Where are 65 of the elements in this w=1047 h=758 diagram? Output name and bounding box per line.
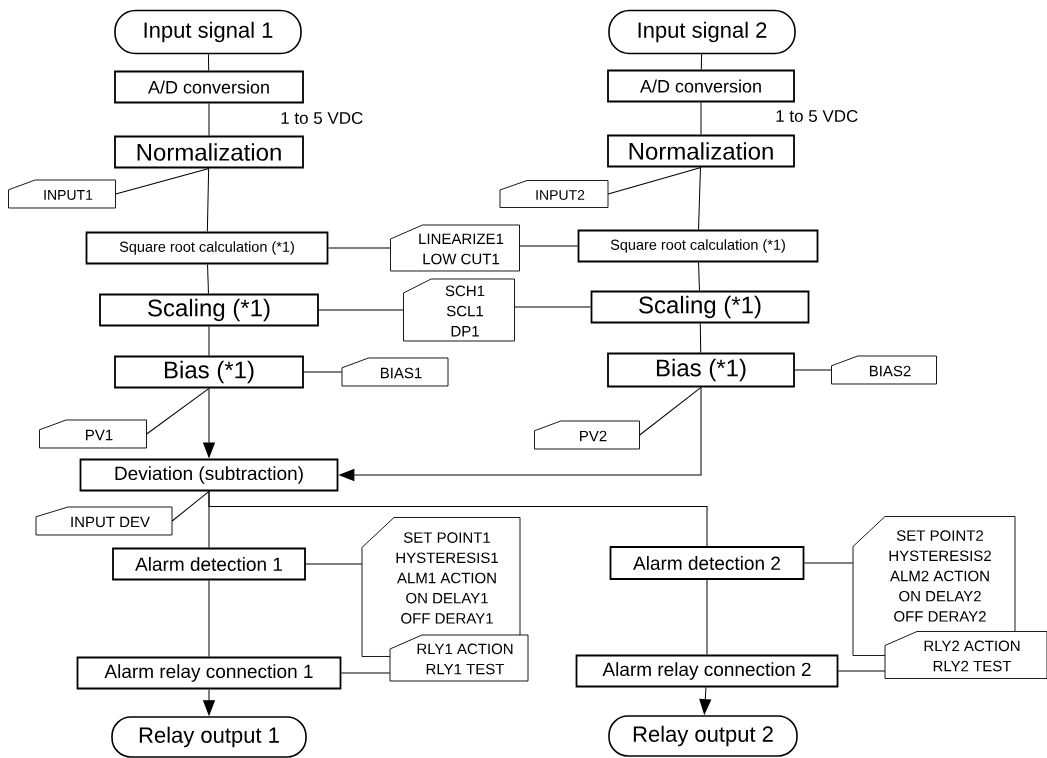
leader-line: [794, 369, 832, 371]
process-box: Bias (*1): [114, 355, 304, 389]
parameter-tag: RLY2 ACTION RLY2 TEST: [884, 631, 1047, 679]
leader-line: [340, 672, 391, 674]
leader-line: [115, 167, 210, 195]
process-box: Deviation (subtraction): [79, 458, 339, 492]
connector-line: [698, 166, 701, 231]
connector-line: [207, 263, 209, 295]
leader-line: [303, 371, 343, 373]
parameter-tag: INPUT2: [499, 180, 609, 208]
leader-line: [171, 490, 210, 522]
connector-line: [698, 261, 700, 292]
arrow: [699, 686, 712, 715]
terminal-box: Relay output 1: [111, 716, 307, 758]
leader-line: [514, 306, 592, 308]
process-box: Scaling (*1): [99, 293, 319, 327]
node-label: RLY2 TEST: [933, 660, 1012, 672]
parameter-tag: SCH1 SCL1 DP1: [403, 278, 515, 342]
leader-line: [146, 387, 210, 435]
connector-line: [706, 579, 708, 656]
arrow: [203, 688, 215, 716]
arrow: [339, 386, 702, 481]
parameter-tag: PV1: [39, 419, 147, 449]
process-box: A/D conversion: [607, 69, 795, 103]
connector-line: [208, 102, 210, 137]
connector-line: [207, 53, 210, 72]
terminal-box: Input signal 2: [608, 9, 796, 55]
process-box: Square root calculation (*1): [577, 229, 819, 263]
terminal-box: Relay output 2: [608, 715, 798, 757]
terminal-box: Input signal 1: [114, 9, 302, 55]
process-box: Alarm detection 1: [112, 547, 306, 581]
process-box: Bias (*1): [607, 352, 795, 388]
leader-line: [519, 245, 579, 247]
process-box: Alarm relay connection 1: [76, 656, 342, 690]
arrow: [203, 387, 215, 458]
connector-line: [206, 167, 210, 233]
parameter-tag: BIAS1: [341, 357, 449, 387]
connector-line: [699, 322, 702, 354]
voltage-label: 1 to 5 VDC: [281, 111, 363, 124]
connector-line: [700, 101, 702, 136]
leader-line: [837, 670, 886, 672]
leader-line: [327, 247, 391, 249]
parameter-tag: INPUT1: [8, 179, 116, 209]
connector-line: [208, 579, 210, 658]
process-box: A/D conversion: [114, 70, 304, 104]
process-box: Alarm detection 2: [609, 546, 805, 580]
connector-line: [208, 325, 210, 357]
parameter-tag: PV2: [534, 420, 640, 450]
process-box: Normalization: [114, 135, 304, 169]
leader-line: [318, 309, 404, 311]
process-box: Square root calculation (*1): [85, 231, 329, 265]
process-box: Scaling (*1): [590, 290, 810, 324]
process-box: Normalization: [607, 134, 795, 168]
connector-line: [700, 53, 703, 71]
parameter-tag: RLY1 ACTION RLY1 TEST: [389, 634, 529, 682]
connector-line: [208, 490, 708, 547]
parameter-tag: BIAS2: [831, 355, 937, 385]
leader-line: [305, 563, 363, 565]
parameter-tag: LINEARIZE1 LOW CUT1: [390, 224, 520, 272]
leader-line: [803, 562, 854, 564]
leader-line: [639, 386, 702, 436]
leader-line: [607, 166, 702, 195]
parameter-tag: INPUT DEV: [35, 506, 173, 536]
process-box: Alarm relay connection 2: [575, 654, 839, 688]
voltage-label: 1 to 5 VDC: [776, 109, 858, 122]
